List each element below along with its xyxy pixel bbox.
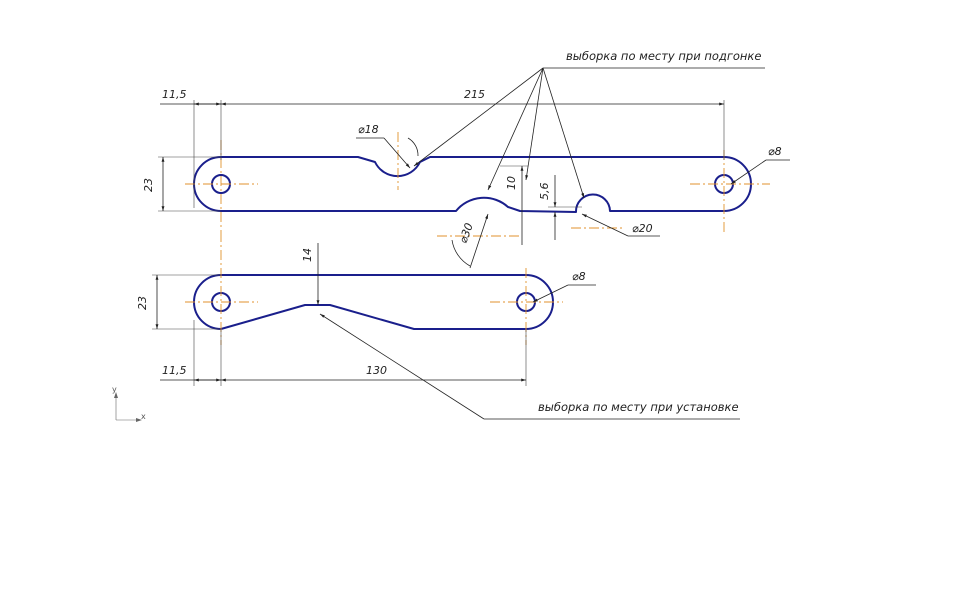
axis-y-label: y xyxy=(112,385,117,394)
note-bottom-leader: выборка по месту при установке xyxy=(319,313,740,420)
coordinate-axes-icon: y x xyxy=(112,385,146,422)
note-top-text: выборка по месту при подгонке xyxy=(566,49,761,63)
dim-cut-d20: ⌀20 xyxy=(581,213,660,237)
note-bottom-text: выборка по месту при установке xyxy=(538,400,739,414)
dim-top-length: 215 xyxy=(221,88,724,106)
dim-bottom-length: 130 xyxy=(221,364,526,382)
dim-hole-d8-top-label: ⌀8 xyxy=(768,145,782,158)
dim-depth-10-label: 10 xyxy=(505,176,518,190)
dim-cut-d30: ⌀30 xyxy=(451,213,489,269)
axis-x-label: x xyxy=(141,412,146,421)
dim-top-height: 23 xyxy=(142,156,221,212)
top-bar-outline xyxy=(193,156,752,213)
dim-cut-d30-label: ⌀30 xyxy=(457,221,476,245)
dim-depth-10: 10 xyxy=(500,165,528,245)
dim-top-offset-label: 11,5 xyxy=(162,88,187,101)
dim-top-height-label: 23 xyxy=(142,178,155,192)
dim-cut-d20-label: ⌀20 xyxy=(632,222,653,235)
note-top-leader: выборка по месту при подгонке xyxy=(413,49,765,199)
dim-bottom-height: 23 xyxy=(136,274,221,330)
dim-hole-d8-top: ⌀8 xyxy=(730,145,790,185)
dim-bottom-offset-label: 11,5 xyxy=(162,364,187,377)
dim-bottom-height-label: 23 xyxy=(136,296,149,310)
dim-bottom-depth: 14 xyxy=(301,243,320,305)
dim-hole-d8-bottom-label: ⌀8 xyxy=(572,270,586,283)
top-bar-part xyxy=(193,156,752,213)
dim-cut-d18-label: ⌀18 xyxy=(358,123,379,136)
dim-top-offset: 11,5 xyxy=(160,88,725,208)
dim-depth-5-6-label: 5,6 xyxy=(538,183,551,201)
dim-top-length-label: 215 xyxy=(464,88,485,101)
dim-hole-d8-bottom: ⌀8 xyxy=(532,270,596,303)
dim-cut-d18: ⌀18 xyxy=(356,123,419,169)
dim-bottom-depth-label: 14 xyxy=(301,248,314,262)
dim-bottom-offset: 11,5 xyxy=(160,320,527,386)
top-bar-centerlines xyxy=(185,132,770,237)
bottom-bar-outline xyxy=(193,274,554,330)
dim-depth-5-6: 5,6 xyxy=(538,175,582,240)
dim-bottom-length-label: 130 xyxy=(366,364,387,377)
bottom-bar-centerlines xyxy=(185,232,563,345)
